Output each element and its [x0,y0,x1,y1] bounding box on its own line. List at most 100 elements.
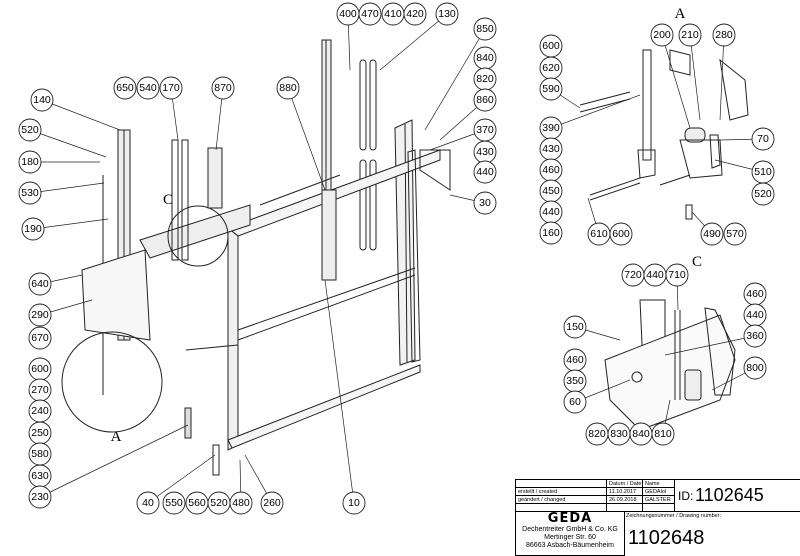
balloon-circle [712,23,736,47]
part-balloon-540: 540 [136,76,160,100]
balloon-number: 410 [384,8,402,20]
balloon-number: 610 [590,228,608,240]
balloon-circle [678,23,702,47]
balloon-circle [136,491,160,515]
part-balloon-650: 650 [113,76,137,100]
part-balloon-450: 450 [539,179,563,203]
balloon-number: 150 [566,321,584,333]
part-balloon-600: 600 [539,34,563,58]
part-balloon-180: 180 [18,150,42,174]
balloon-number: 470 [361,8,379,20]
tb-id-cell: ID: 1102645 [675,479,800,512]
leader-line [664,335,756,356]
balloon-number: 450 [542,185,560,197]
part-balloon-840: 840 [473,46,497,70]
balloon-circle [751,127,775,151]
balloon-number: 650 [116,82,134,94]
part-balloon-270: 270 [28,378,52,402]
balloon-number: 180 [21,156,39,168]
balloon-circle [18,150,42,174]
balloon-number: 400 [339,8,357,20]
part-balloon-460: 460 [743,282,767,306]
part-balloon-200: 200 [650,23,674,47]
balloon-number: 40 [142,497,154,509]
balloon-number: 530 [21,187,39,199]
part-balloon-410: 410 [381,2,405,26]
leader-line [29,129,107,158]
detail-a-parts [579,49,749,220]
balloon-circle [229,491,253,515]
part-balloon-810: 810 [651,422,675,446]
balloon-number: 190 [24,223,42,235]
balloon-number: 520 [754,188,772,200]
part-balloon-510: 510 [751,160,775,184]
part-balloon-280: 280 [712,23,736,47]
balloon-number: 600 [612,228,630,240]
tb-street: Mertinger Str. 60 [544,534,596,541]
balloon-circle [403,2,427,26]
balloon-circle [650,23,674,47]
balloon-number: 850 [476,23,494,35]
part-balloon-130: 130 [435,2,459,26]
balloon-circle [342,491,366,515]
part-balloon-850: 850 [473,17,497,41]
balloon-number: 270 [31,384,49,396]
balloon-number: 570 [726,228,744,240]
balloon-circle [28,303,52,327]
balloon-number: 810 [654,428,672,440]
view-label-main-c: C [163,192,173,208]
balloon-circle [136,76,160,100]
part-balloon-640: 640 [28,272,52,296]
part-balloon-720: 720 [621,263,645,287]
balloon-circle [723,222,747,246]
right-rail [359,59,416,366]
part-balloon-370: 370 [473,118,497,142]
balloon-number: 580 [31,448,49,460]
balloon-number: 870 [214,82,232,94]
balloon-number: 560 [188,497,206,509]
part-balloon-440: 440 [473,160,497,184]
leader-line [689,34,701,121]
part-balloon-250: 250 [28,421,52,445]
part-balloon-710: 710 [665,263,689,287]
balloon-number: 360 [746,330,764,342]
part-balloon-550: 550 [162,491,186,515]
part-balloon-230: 230 [28,485,52,509]
part-balloon-470: 470 [358,2,382,26]
part-balloon-460: 460 [563,348,587,372]
tb-city: 86663 Asbach-Bäumenheim [526,542,614,549]
part-balloon-400: 400 [336,2,360,26]
part-balloon-190: 190 [21,217,45,241]
part-balloon-390: 390 [539,116,563,140]
balloon-circle [473,160,497,184]
balloon-circle [276,76,300,100]
balloon-number: 710 [668,269,686,281]
detail-c-parts [604,299,736,431]
title-block: Datum / Date Name erstellt / created 11.… [515,479,800,556]
part-balloon-150: 150 [563,315,587,339]
part-balloon-600: 600 [28,357,52,381]
balloon-number: 350 [566,375,584,387]
balloon-number: 880 [279,82,297,94]
part-balloon-430: 430 [539,137,563,161]
balloon-circle [751,182,775,206]
balloon-number: 600 [542,40,560,52]
part-balloon-580: 580 [28,442,52,466]
part-balloon-40: 40 [136,491,160,515]
balloon-number: 60 [569,396,581,408]
balloon-circle [651,422,675,446]
balloon-circle [473,17,497,41]
balloon-circle [743,324,767,348]
balloon-number: 250 [31,427,49,439]
balloon-number: 430 [476,146,494,158]
balloon-number: 260 [263,497,281,509]
balloon-number: 460 [542,164,560,176]
balloon-number: 600 [31,363,49,375]
part-balloon-420: 420 [403,2,427,26]
tb-drawing-number: 1102648 [628,527,705,549]
part-balloon-60: 60 [563,390,587,414]
leader-line [424,28,486,131]
part-balloon-170: 170 [159,76,183,100]
part-balloon-10: 10 [342,491,366,515]
